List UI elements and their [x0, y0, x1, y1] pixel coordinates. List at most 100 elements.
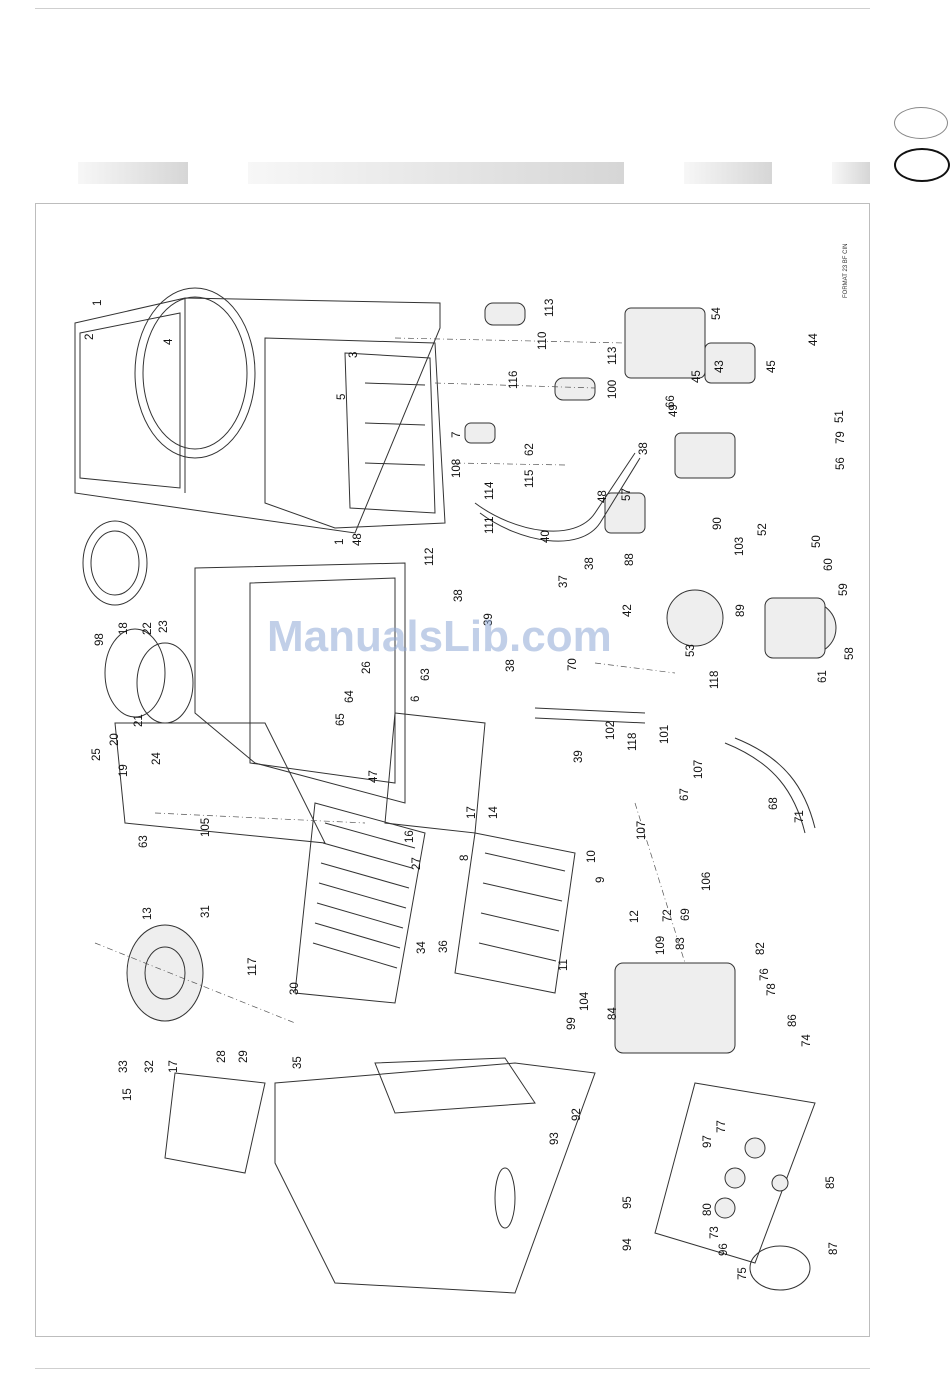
part-label: 21 [133, 714, 145, 727]
part-label: 107 [693, 760, 705, 779]
part-label: 108 [451, 459, 463, 478]
burner-rings [82, 520, 194, 724]
part-label: 87 [828, 1242, 840, 1255]
part-label: 116 [508, 371, 520, 389]
part-label: 6 [410, 696, 422, 702]
side-panel [164, 1072, 266, 1174]
header-tab-2 [248, 162, 624, 184]
part-label: 53 [685, 644, 697, 657]
part-label: 36 [438, 940, 450, 953]
part-label: 105 [200, 818, 212, 837]
part-label: 18 [118, 622, 130, 635]
part-label: 37 [558, 575, 570, 588]
part-label: 73 [709, 1226, 721, 1239]
part-label: 64 [344, 690, 356, 703]
part-label: 38 [638, 442, 650, 455]
part-label: 115 [524, 470, 536, 488]
part-label: 117 [247, 958, 259, 976]
front-casing [274, 1057, 596, 1294]
part-label: 80 [702, 1203, 714, 1216]
part-label: 109 [655, 936, 667, 955]
part-label: 66 [665, 395, 677, 408]
drawing-code: FORMAT 23 BF CIN [843, 244, 849, 298]
hydraulic-group [464, 302, 837, 659]
part-label: 70 [567, 658, 579, 671]
part-label: 63 [420, 668, 432, 681]
part-label: 17 [168, 1060, 180, 1073]
part-label: 65 [335, 713, 347, 726]
part-label: 110 [537, 332, 549, 350]
part-label: 7 [451, 432, 463, 438]
part-label: 82 [755, 942, 767, 955]
heat-exchanger [294, 802, 576, 1004]
part-label: 40 [540, 530, 552, 543]
part-label: 89 [735, 604, 747, 617]
part-label: 14 [488, 806, 500, 819]
part-label: 20 [109, 733, 121, 746]
part-label: 23 [158, 620, 170, 633]
part-label: 106 [701, 872, 713, 891]
part-label: 39 [573, 750, 585, 763]
part-label: 62 [524, 443, 536, 456]
part-label: 2 [84, 334, 96, 340]
part-label: 26 [361, 661, 373, 674]
part-label: 90 [712, 517, 724, 530]
part-label: 24 [151, 752, 163, 765]
part-label: 59 [838, 583, 850, 596]
part-label: 84 [607, 1007, 619, 1020]
part-label: 15 [122, 1088, 134, 1101]
part-label: 77 [716, 1120, 728, 1133]
language-selector-circle-active[interactable] [894, 148, 950, 182]
part-label: 98 [94, 633, 106, 646]
part-label: 27 [411, 857, 423, 870]
part-label: 74 [801, 1034, 813, 1047]
diagram-frame [35, 203, 870, 1337]
part-label: 61 [817, 670, 829, 683]
alignment-lines [94, 337, 686, 1024]
part-label: 67 [679, 788, 691, 801]
part-label: 86 [787, 1014, 799, 1027]
language-selector-circle[interactable] [894, 107, 948, 139]
part-label: 102 [605, 721, 617, 740]
part-label: 35 [292, 1056, 304, 1069]
part-label: 47 [368, 770, 380, 783]
part-label: 95 [622, 1196, 634, 1209]
part-label: 107 [636, 821, 648, 840]
fan-assembly [126, 924, 204, 1022]
part-label: 43 [714, 360, 726, 373]
part-label: 34 [416, 941, 428, 954]
part-label: 45 [766, 360, 778, 373]
part-label: 58 [844, 647, 856, 660]
part-label: 28 [216, 1050, 228, 1063]
part-label: 39 [483, 613, 495, 626]
part-label: 113 [607, 347, 619, 365]
part-label: 113 [544, 299, 556, 317]
part-label: 19 [118, 764, 130, 777]
part-label: 99 [566, 1017, 578, 1030]
part-label: 38 [505, 659, 517, 672]
part-label: 118 [627, 733, 639, 751]
control-panel [614, 962, 816, 1291]
part-label: 32 [144, 1060, 156, 1073]
part-label: 22 [142, 622, 154, 635]
top-rule [35, 8, 870, 9]
part-label: 92 [571, 1108, 583, 1121]
bottom-rule [35, 1368, 870, 1369]
side-frame-panel [74, 297, 441, 534]
part-label: 50 [811, 535, 823, 548]
part-label: 72 [662, 909, 674, 922]
part-label: 60 [823, 558, 835, 571]
header-tab-4 [832, 162, 870, 184]
part-label: 45 [691, 370, 703, 383]
part-label: 44 [808, 333, 820, 346]
part-label: 97 [702, 1135, 714, 1148]
part-label: 3 [348, 352, 360, 358]
part-label: 100 [607, 380, 619, 399]
part-label: 111 [484, 517, 496, 534]
part-label: 54 [711, 307, 723, 320]
part-label: 13 [142, 907, 154, 920]
connection-pipes [474, 452, 816, 834]
part-label: 94 [622, 1238, 634, 1251]
part-label: 1 [334, 539, 346, 545]
part-label: 12 [629, 910, 641, 923]
